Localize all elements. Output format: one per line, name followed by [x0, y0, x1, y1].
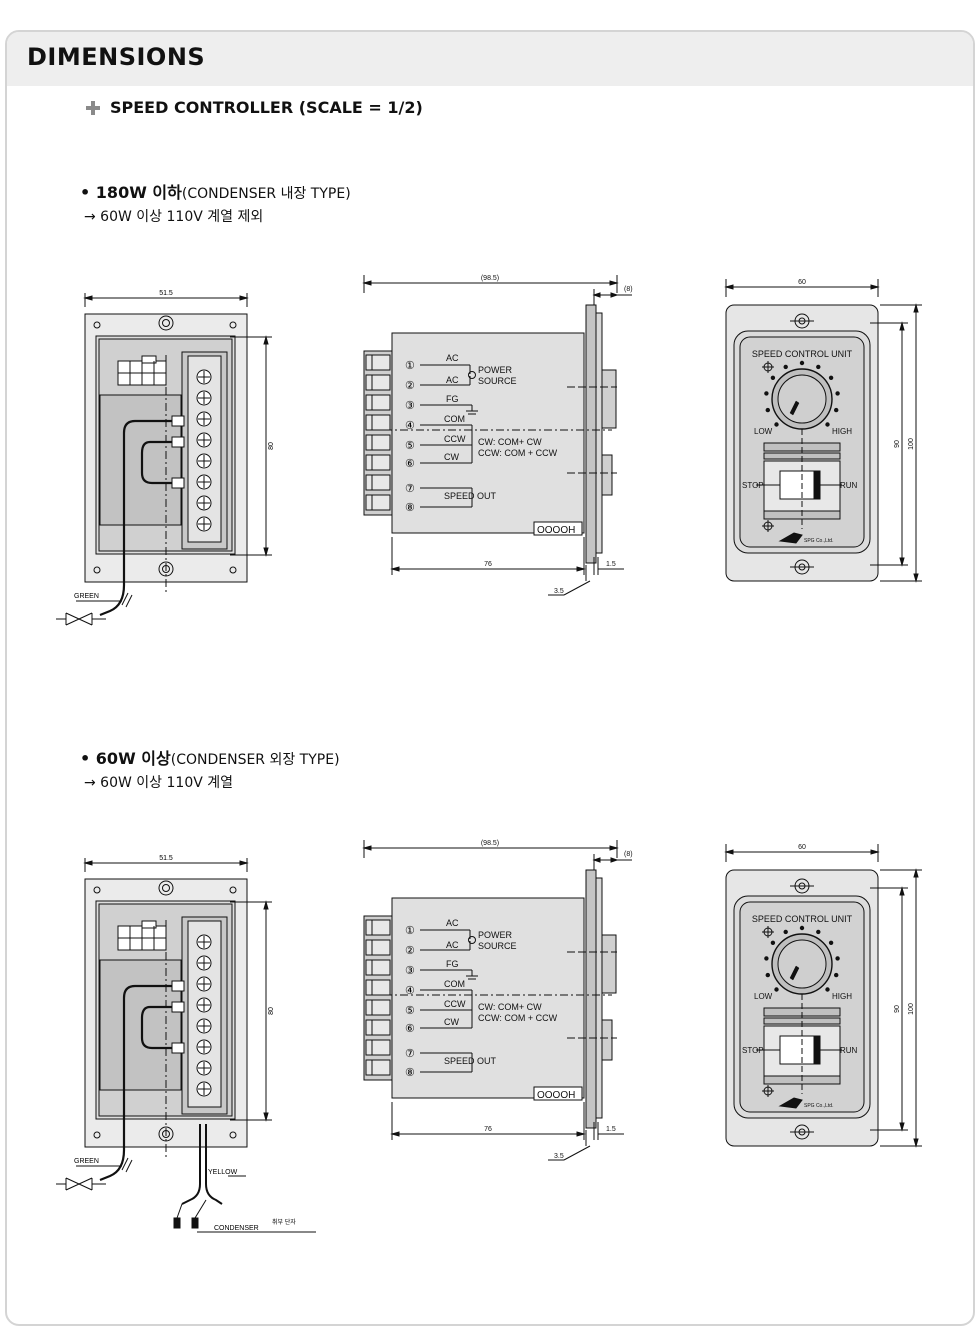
- yellow-wire-label: YELLOW: [208, 1169, 238, 1176]
- label-source: SOURCE: [478, 941, 517, 951]
- section-title: SPEED CONTROLLER (SCALE = 1/2): [110, 98, 423, 117]
- variant-2-note: → 60W 이상 110V 계열: [84, 775, 234, 791]
- label-ccw-def: CCW: COM + CCW: [478, 448, 558, 458]
- label-mark: OOOOH: [537, 1090, 575, 1101]
- terminal-number: ④: [405, 985, 415, 997]
- side-body-dim: 76: [484, 561, 492, 568]
- label-cw-def: CW: COM+ CW: [478, 437, 542, 447]
- terminal-number: ⑦: [405, 1048, 415, 1060]
- variant-1-heading-rest: (CONDENSER 내장 TYPE): [181, 186, 351, 202]
- side-view-1: ① ② ③ ④ ⑤ ⑥ ⑦ ⑧ AC AC POWER SOURCE FG COM CCW C…: [362, 275, 633, 596]
- back-view-1: 51.5 80 GREEN: [56, 290, 275, 626]
- side-plate-dim: 1.5: [606, 561, 616, 568]
- back-width-label: 51.5: [159, 855, 173, 862]
- run-label: RUN: [840, 1046, 858, 1055]
- terminal-number: ⑦: [405, 483, 415, 495]
- back-height-label: 80: [268, 1007, 275, 1015]
- label-mark: OOOOH: [537, 525, 575, 536]
- page-title: DIMENSIONS: [27, 43, 206, 71]
- green-wire-label: GREEN: [74, 593, 99, 600]
- label-speed-out: SPEED OUT: [444, 491, 497, 501]
- front-height-inner: 90: [894, 440, 901, 448]
- high-label: HIGH: [832, 992, 852, 1001]
- terminal-number: ①: [405, 360, 415, 372]
- front-view-2: SPEED CONTROL UNIT LOW HIGH STOP RUN SPG…: [724, 844, 922, 1148]
- front-width-label: 60: [798, 844, 806, 851]
- unit-title: SPEED CONTROL UNIT: [752, 914, 853, 924]
- side-gap-dim: 3.5: [554, 1153, 564, 1160]
- terminal-number: ③: [405, 965, 415, 977]
- low-label: LOW: [754, 427, 773, 436]
- label-ac1: AC: [446, 353, 459, 363]
- label-fg: FG: [446, 394, 459, 404]
- condenser-note: 취부 단자: [272, 1218, 296, 1226]
- terminal-number: ⑧: [405, 1067, 415, 1079]
- run-label: RUN: [840, 481, 858, 490]
- side-front-depth: (8): [624, 286, 633, 293]
- label-fg: FG: [446, 959, 459, 969]
- front-view-1: SPEED CONTROL UNIT LOW HIGH STOP RUN SPG…: [724, 279, 922, 583]
- front-height-outer: 100: [908, 438, 915, 450]
- label-cw: CW: [444, 452, 459, 462]
- stop-label: STOP: [742, 1046, 764, 1055]
- brand-label: SPG Co.,Ltd.: [804, 538, 833, 544]
- terminal-number: ③: [405, 400, 415, 412]
- side-depth-total: (98.5): [481, 840, 499, 847]
- terminal-number: ⑤: [405, 1005, 415, 1017]
- terminal-number: ②: [405, 945, 415, 957]
- label-ccw: CCW: [444, 999, 466, 1009]
- front-height-outer: 100: [908, 1003, 915, 1015]
- back-width-label: 51.5: [159, 290, 173, 297]
- back-height-label: 80: [268, 442, 275, 450]
- label-ac2: AC: [446, 375, 459, 385]
- front-height-inner: 90: [894, 1005, 901, 1013]
- variant-2-heading: • 60W 이상(CONDENSER 외장 TYPE): [80, 749, 340, 768]
- variant-2-heading-rest: (CONDENSER 외장 TYPE): [170, 752, 340, 768]
- variant-1-heading: • 180W 이하(CONDENSER 내장 TYPE): [80, 183, 351, 202]
- brand-label: SPG Co.,Ltd.: [804, 1103, 833, 1109]
- variant-1-note: → 60W 이상 110V 계열 제외: [84, 209, 264, 225]
- plus-icon: [86, 100, 100, 115]
- back-view-2: 51.5 80 GREEN: [56, 855, 275, 1191]
- label-power: POWER: [478, 365, 513, 375]
- terminal-number: ①: [405, 925, 415, 937]
- side-view-2: ① ② ③ ④ ⑤ ⑥ ⑦ ⑧ AC AC POWER SOURCE FG COM CCW C…: [362, 840, 633, 1161]
- label-ccw-def: CCW: COM + CCW: [478, 1013, 558, 1023]
- label-ac1: AC: [446, 918, 459, 928]
- stop-label: STOP: [742, 481, 764, 490]
- label-cw-def: CW: COM+ CW: [478, 1002, 542, 1012]
- variant-2-heading-bold: 60W 이상: [95, 749, 171, 768]
- terminal-number: ⑧: [405, 502, 415, 514]
- side-gap-dim: 3.5: [554, 588, 564, 595]
- side-depth-total: (98.5): [481, 275, 499, 282]
- low-label: LOW: [754, 992, 773, 1001]
- controller-body: [391, 897, 585, 1099]
- side-body-dim: 76: [484, 1126, 492, 1133]
- green-wire-label: GREEN: [74, 1158, 99, 1165]
- condenser-label: CONDENSER: [214, 1225, 259, 1232]
- section-heading: SPEED CONTROLLER (SCALE = 1/2): [86, 98, 423, 117]
- label-cw: CW: [444, 1017, 459, 1027]
- high-label: HIGH: [832, 427, 852, 436]
- label-com: COM: [444, 979, 465, 989]
- unit-title: SPEED CONTROL UNIT: [752, 349, 853, 359]
- header-bar: DIMENSIONS: [7, 32, 973, 86]
- terminal-number: ⑥: [405, 1023, 415, 1035]
- label-com: COM: [444, 414, 465, 424]
- front-width-label: 60: [798, 279, 806, 286]
- side-front-depth: (8): [624, 851, 633, 858]
- label-power: POWER: [478, 930, 513, 940]
- condenser-wires: YELLOW CONDENSER 취부 단자: [173, 1124, 316, 1233]
- terminal-number: ⑤: [405, 440, 415, 452]
- side-plate-dim: 1.5: [606, 1126, 616, 1133]
- controller-body: [391, 332, 585, 534]
- terminal-number: ④: [405, 420, 415, 432]
- terminal-number: ⑥: [405, 458, 415, 470]
- label-ac2: AC: [446, 940, 459, 950]
- label-speed-out: SPEED OUT: [444, 1056, 497, 1066]
- label-ccw: CCW: [444, 434, 466, 444]
- terminal-number: ②: [405, 380, 415, 392]
- label-source: SOURCE: [478, 376, 517, 386]
- variant-1-heading-bold: 180W 이하: [95, 183, 182, 202]
